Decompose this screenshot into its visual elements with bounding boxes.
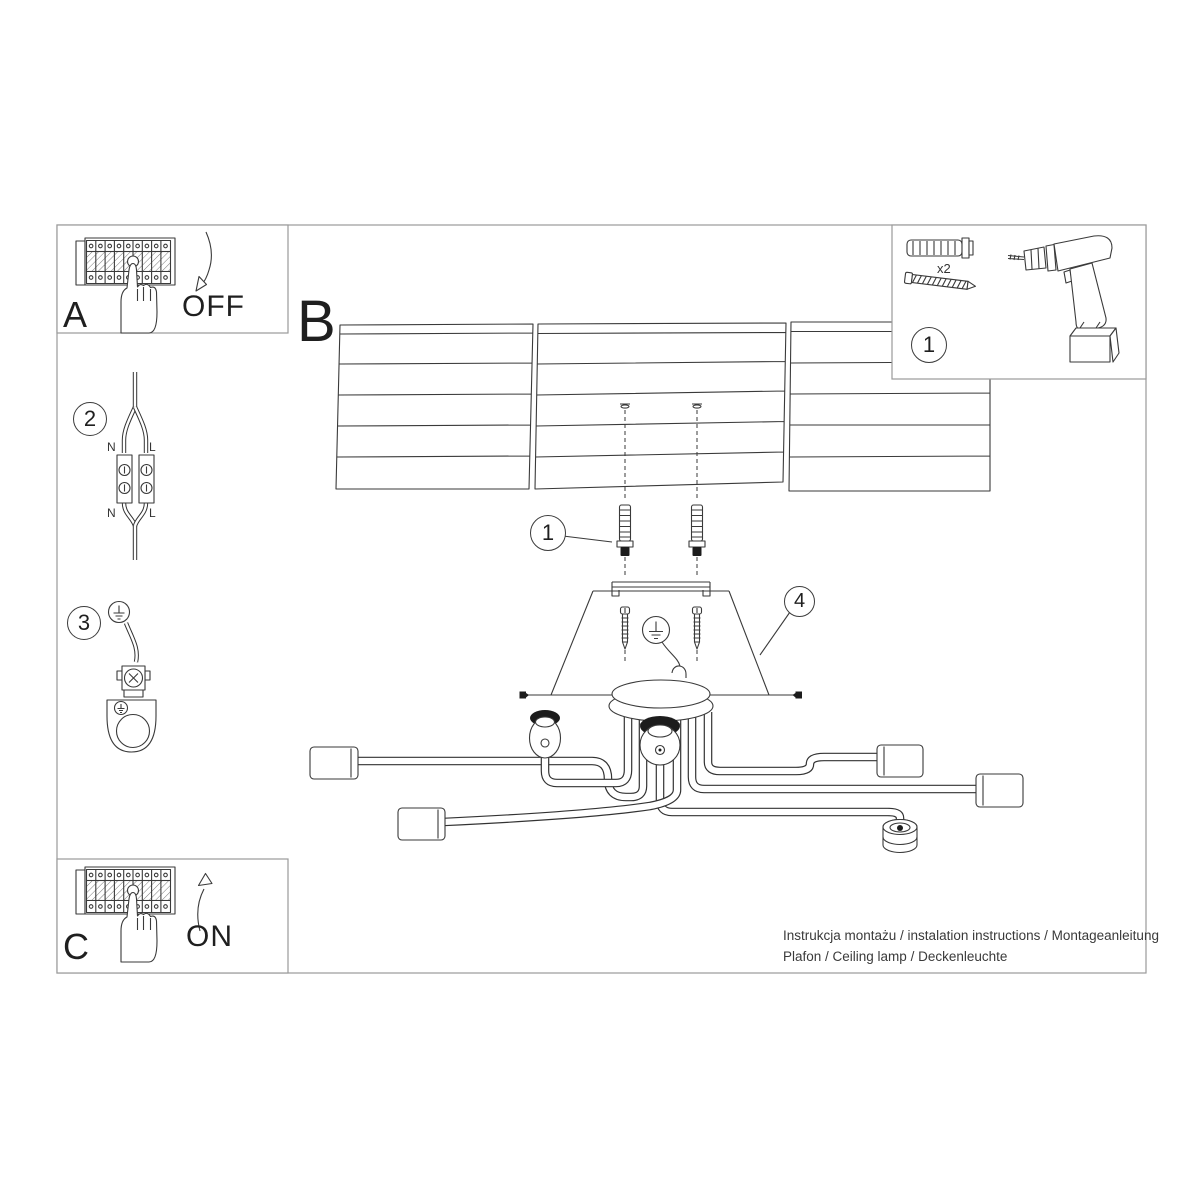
arrow-up-icon	[197, 872, 213, 932]
section-b-label: B	[297, 289, 336, 354]
callout-wall-plugs: 1	[530, 515, 566, 551]
screw-icon	[903, 271, 977, 290]
leader-line	[759, 611, 791, 656]
step-number: 1	[922, 332, 936, 357]
bulb-socket-up	[639, 716, 681, 766]
wall-plug-icon	[906, 237, 974, 259]
panel-a-label: A	[63, 294, 88, 335]
mounting-bracket	[611, 581, 711, 597]
wire-label-l-bottom: L	[149, 506, 156, 520]
leader-line	[562, 535, 613, 543]
step-circle-grounding: 3	[67, 606, 101, 640]
bulb-socket-down	[882, 818, 918, 854]
panel-c-label: C	[63, 926, 89, 967]
drill-icon	[1007, 235, 1120, 363]
footer-line2: Plafon / Ceiling lamp / Deckenleuchte	[783, 949, 1008, 964]
footer-line1: Instrukcja montażu / instalation instruc…	[783, 928, 1159, 943]
terminal-block	[116, 454, 155, 504]
callout-canopy-cover: 4	[784, 586, 815, 617]
plug-quantity: x2	[937, 261, 951, 276]
ground-symbol-icon	[107, 600, 131, 624]
screw-icon	[691, 606, 703, 650]
wire-label-l-top: L	[149, 440, 156, 454]
ground-terminal	[116, 665, 151, 698]
wire-label-n-bottom: N	[107, 506, 116, 520]
step-number: 3	[77, 610, 91, 635]
ground-wire	[661, 641, 687, 678]
step-circle-tools: 1	[911, 327, 947, 363]
step-number: 4	[793, 590, 806, 612]
arrow-down-icon	[195, 231, 212, 292]
wall-plug-icon	[616, 504, 634, 556]
screw-icon	[619, 606, 631, 650]
bulb-socket-tilted	[528, 710, 562, 759]
grounding-diagram	[106, 600, 157, 753]
lamp-head	[309, 746, 359, 780]
wall-plug-icon	[688, 504, 706, 556]
page-frame	[56, 224, 1147, 974]
wire-label-n-top: N	[107, 440, 116, 454]
canopy	[608, 679, 714, 722]
mounting-plate	[106, 699, 157, 753]
off-label: OFF	[182, 290, 245, 323]
lamp-arm	[687, 712, 976, 794]
lamp-head	[876, 744, 924, 778]
lamp-arm	[703, 712, 877, 776]
on-label: ON	[186, 920, 233, 953]
drill-marks	[620, 403, 702, 409]
side-screw-icon	[792, 691, 802, 699]
step-circle-wiring: 2	[73, 402, 107, 436]
step-number: 2	[83, 406, 97, 431]
lamp-head	[975, 773, 1024, 808]
wiring-diagram	[116, 372, 155, 560]
earth-symbol-icon	[641, 615, 671, 645]
ceiling-panels	[335, 321, 991, 492]
canopy-cover-outline	[519, 590, 802, 699]
side-screw-icon	[519, 691, 529, 699]
ceiling-lamp	[309, 679, 1024, 854]
lamp-head	[397, 807, 446, 841]
step-number: 1	[541, 520, 555, 545]
